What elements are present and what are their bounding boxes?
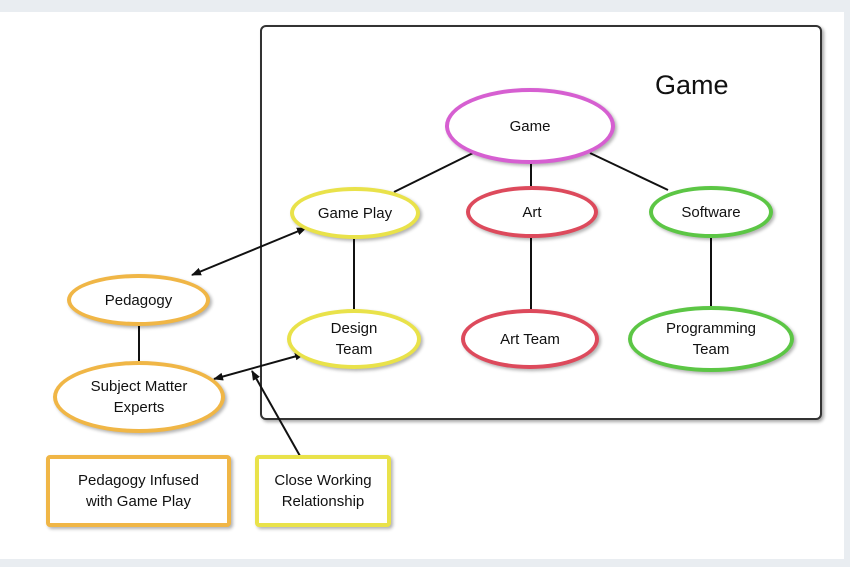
- node-art: Art: [466, 186, 598, 238]
- node-pedagogy-label: Pedagogy: [104, 291, 173, 309]
- node-design-team-label: Design Team: [330, 320, 378, 358]
- edge-game-to-game-play: [393, 152, 474, 193]
- node-art-team: Art Team: [461, 309, 599, 369]
- node-design-team: Design Team: [287, 309, 421, 369]
- node-subject-matter-experts: Subject Matter Experts: [53, 361, 225, 433]
- arrow-close-working-pointer: [251, 370, 301, 457]
- game-box-title: Game: [655, 70, 729, 100]
- edge-game-to-software: [589, 152, 669, 191]
- bottom-border: [0, 559, 850, 567]
- right-border: [844, 0, 850, 567]
- node-sme-label: Subject Matter Experts: [90, 378, 188, 416]
- top-border: [0, 0, 850, 12]
- legend-pedagogy-infused: Pedagogy Infused with Game Play: [46, 455, 231, 527]
- node-software-label: Software: [681, 203, 741, 221]
- node-game-play: Game Play: [290, 187, 420, 239]
- node-pedagogy: Pedagogy: [67, 274, 210, 326]
- node-software: Software: [649, 186, 773, 238]
- node-game-play-label: Game Play: [317, 204, 393, 222]
- legend-close-working-relationship: Close Working Relationship: [255, 455, 391, 527]
- node-art-label: Art: [522, 203, 542, 221]
- legend-close-working-label: Close Working Relationship: [274, 472, 372, 510]
- node-game-label: Game: [509, 117, 551, 135]
- arrow-pedagogy-game-play: [191, 227, 307, 276]
- node-art-team-label: Art Team: [500, 330, 560, 348]
- node-programming-team-label: Programming Team: [665, 320, 757, 358]
- legend-pedagogy-infused-label: Pedagogy Infused with Game Play: [78, 472, 199, 510]
- node-programming-team: Programming Team: [628, 306, 794, 372]
- node-game: Game: [445, 88, 615, 164]
- arrow-sme-design-team: [213, 352, 305, 381]
